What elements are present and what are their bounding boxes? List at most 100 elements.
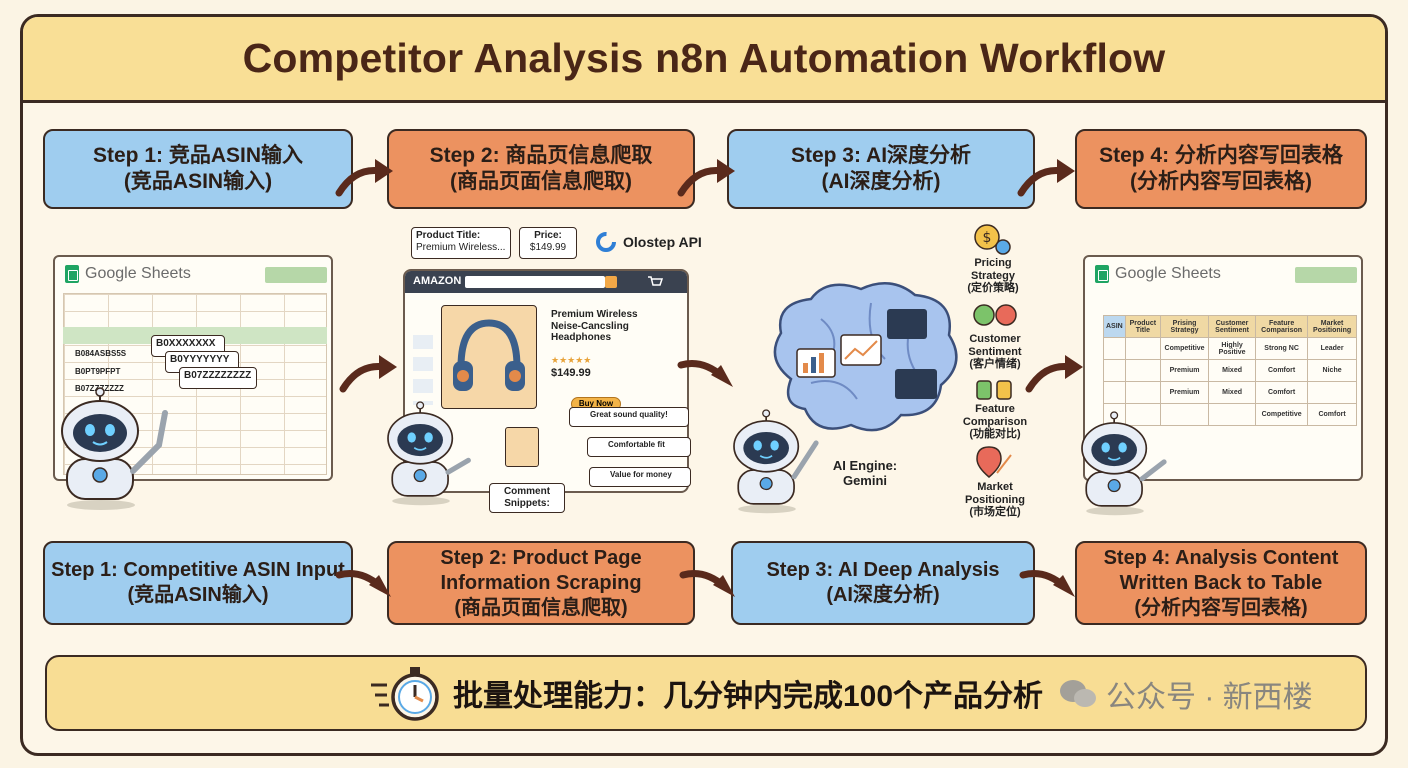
bottom-step-3-line2: (AI深度分析) xyxy=(826,584,940,606)
robot-4 xyxy=(1081,411,1167,516)
bottom-step-2: Step 2: Product Page Information Scrapin… xyxy=(387,541,695,625)
table-cell xyxy=(1307,381,1357,404)
output-sentiment-en: Customer Sentiment xyxy=(968,333,1022,358)
top-step-2-line2: (商品页面信息爬取) xyxy=(450,170,632,193)
cart-icon xyxy=(648,276,663,286)
feature-compare-icon xyxy=(976,380,1012,400)
table-cell xyxy=(1103,337,1126,360)
sheets-toolbar xyxy=(265,267,327,283)
bottom-banner: 批量处理能力：几分钟内完成100个产品分析 xyxy=(45,655,1367,731)
sheets-input-panel: Google Sheets B084ASBS5S B0PT9PFPT B07ZZ… xyxy=(53,255,333,481)
wechat-icon xyxy=(1060,680,1096,707)
amazon-browser: AMAZON Premium Wireless Neise-Cancsling … xyxy=(403,269,689,493)
price-label: Price: xyxy=(534,230,562,241)
table-cell: Mixed xyxy=(1208,359,1257,382)
table-cell: Comfort xyxy=(1307,403,1357,426)
comment-1: Great sound quality! xyxy=(569,407,689,427)
output-market: Market Positioning (市场定位) xyxy=(953,481,1037,519)
asin-card-3: B07ZZZZZZZZ xyxy=(179,367,257,389)
product-title-label: Product Title: xyxy=(416,230,481,241)
table-cell: Leader xyxy=(1307,337,1357,360)
table-cell xyxy=(1208,403,1257,426)
table-cell xyxy=(1124,337,1161,360)
bottom-step-4: Step 4: Analysis Content Written Back to… xyxy=(1075,541,1367,625)
arrow-mid-2 xyxy=(677,360,733,387)
table-cell: Mixed xyxy=(1208,381,1257,404)
sheets-name-left: Google Sheets xyxy=(85,265,191,282)
output-pricing-zh: (定价策略) xyxy=(967,282,1019,295)
top-step-1-line2: (竞品ASIN输入) xyxy=(123,170,273,193)
bottom-step-1: Step 1: Competitive ASIN Input (竞品ASIN输入… xyxy=(43,541,353,625)
output-feature-zh: (功能对比) xyxy=(969,428,1021,441)
asin-row-1: B084ASBS5S xyxy=(75,349,127,358)
table-cell: Competitive xyxy=(1255,403,1309,426)
output-pricing: Pricing Strategy (定价策略) xyxy=(953,257,1033,295)
bottom-step-3-line1: Step 3: AI Deep Analysis xyxy=(766,559,1000,581)
output-pricing-en: Pricing Strategy xyxy=(970,257,1016,282)
ai-engine-label: AI Engine: Gemini xyxy=(832,458,898,488)
table-cell xyxy=(1103,381,1126,404)
table-cell xyxy=(1124,359,1161,382)
product-price: $149.99 xyxy=(551,367,591,379)
bottom-step-2-line2: (商品页面信息爬取) xyxy=(454,596,628,619)
result-header: Feature Comparison xyxy=(1255,315,1309,338)
review-thumbnail xyxy=(505,427,539,467)
robot-3 xyxy=(733,409,819,514)
arrow-top-2 xyxy=(677,159,735,197)
bottom-step-2-line1: Step 2: Product Page Information Scrapin… xyxy=(440,546,642,594)
top-step-1: Step 1: 竞品ASIN输入 (竞品ASIN输入) xyxy=(43,129,353,209)
top-step-1-line1: Step 1: 竞品ASIN输入 xyxy=(92,143,304,167)
asin-row-2: B0PT9PFPT xyxy=(75,367,121,376)
product-title-value: Premium Wireless... xyxy=(416,242,506,253)
arrow-top-1 xyxy=(335,159,393,197)
result-header: Customer Sentiment xyxy=(1208,315,1257,338)
table-cell: Strong NC xyxy=(1255,337,1309,360)
top-step-4: Step 4: 分析内容写回表格 (分析内容写回表格) xyxy=(1075,129,1367,209)
diagram-title: Competitor Analysis n8n Automation Workf… xyxy=(242,35,1166,81)
watermark: 公众号 · 新西楼 xyxy=(1058,672,1313,716)
arrow-top-3 xyxy=(1017,159,1075,197)
arrow-mid-3 xyxy=(1025,355,1083,393)
bottom-step-4-line2: (分析内容写回表格) xyxy=(1134,596,1308,619)
arrow-mid-1 xyxy=(339,355,397,393)
sheets-name-right: Google Sheets xyxy=(1115,265,1221,282)
sheets-icon xyxy=(65,265,79,283)
dollar-gear-icon: $ xyxy=(974,224,1011,255)
sheets-toolbar-right xyxy=(1295,267,1357,283)
robot-1 xyxy=(61,387,168,510)
result-header: Prising Strategy xyxy=(1159,315,1210,338)
robot-2 xyxy=(387,401,471,506)
bottom-step-1-line1: Step 1: Competitive ASIN Input xyxy=(51,559,345,581)
output-market-en: Market Positioning xyxy=(965,481,1025,506)
table-cell: Comfort xyxy=(1255,381,1309,404)
table-cell xyxy=(1124,403,1161,426)
olostep-api: Olostep API xyxy=(595,231,702,253)
arrow-bottom-2 xyxy=(679,570,735,597)
thumbnail-strip xyxy=(413,335,433,405)
table-cell: Comfort xyxy=(1255,359,1309,382)
product-stars: ★★★★★ xyxy=(551,355,592,365)
top-step-4-line2: (分析内容写回表格) xyxy=(1130,170,1312,193)
amazon-logo: AMAZON xyxy=(413,275,462,287)
price-tag: Price: $149.99 xyxy=(519,227,577,259)
top-step-4-line1: Step 4: 分析内容写回表格 xyxy=(1099,143,1343,167)
olostep-label: Olostep API xyxy=(623,234,702,250)
olostep-icon xyxy=(596,232,616,252)
amazon-search xyxy=(465,276,605,288)
sheets-output-panel: Google Sheets ASIN Product Title Prising… xyxy=(1083,255,1363,481)
table-cell: Premium xyxy=(1159,359,1210,382)
top-step-3-line1: Step 3: AI深度分析 xyxy=(790,143,972,167)
bottom-step-1-line2: (竞品ASIN输入) xyxy=(127,584,269,606)
top-step-2: Step 2: 商品页信息爬取 (商品页面信息爬取) xyxy=(387,129,695,209)
table-cell xyxy=(1159,403,1210,426)
result-header: ASIN xyxy=(1103,315,1126,338)
product-title-tag: Product Title: Premium Wireless... xyxy=(411,227,511,259)
output-sentiment: Customer Sentiment (客户情绪) xyxy=(953,333,1037,371)
output-feature: Feature Comparison (功能对比) xyxy=(953,403,1037,441)
sheets-logo-right: Google Sheets xyxy=(1095,265,1221,283)
banner-text: 批量处理能力：几分钟内完成100个产品分析 xyxy=(452,680,1044,713)
